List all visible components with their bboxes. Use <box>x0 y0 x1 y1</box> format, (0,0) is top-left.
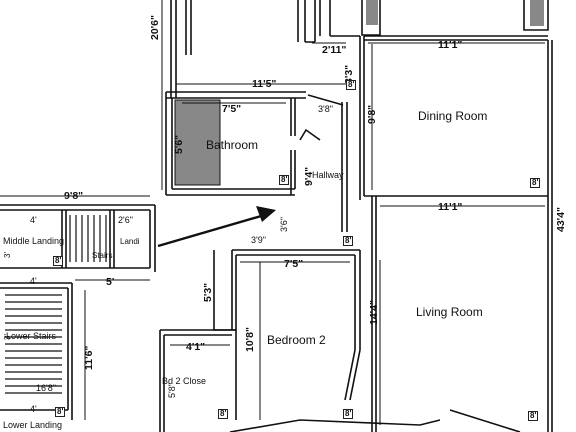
dim-stair-4: 4' <box>30 276 37 286</box>
wall-bath-right <box>290 98 296 195</box>
wall-top-left <box>170 0 177 98</box>
dim-dining-width-top: 11'1" <box>438 39 463 51</box>
wall-living-left <box>371 196 377 432</box>
ceiling-badge: 8' <box>55 407 66 417</box>
bath-tub <box>174 99 221 186</box>
wall-top-closet <box>297 0 316 43</box>
wall-closet <box>159 329 237 432</box>
wall-stairs <box>0 282 73 420</box>
dim-dining-depth: 9'8" <box>366 104 378 124</box>
stair-treads <box>5 294 62 394</box>
ceiling-badge: 8' <box>346 80 357 90</box>
wall-bottom <box>229 409 521 432</box>
label-lower-landing: Lower Landing <box>3 420 63 430</box>
dim-stair-3: 3' <box>3 252 12 258</box>
dim-bed-width: 7'5" <box>284 258 304 270</box>
wall-hall-right <box>341 102 348 232</box>
wall-bath-top <box>166 91 306 99</box>
hall-arrow-head <box>256 206 276 222</box>
label-bathroom: Bathroom <box>206 138 259 152</box>
wall-top-right-cab <box>361 0 381 36</box>
wall-bed-left <box>231 250 237 330</box>
ceiling-badge: 8' <box>53 256 64 266</box>
dim-stairs-width: 9'8" <box>64 190 84 202</box>
dim-bed-5-3: 5'3" <box>202 282 214 302</box>
wall-dining-left <box>359 36 365 200</box>
dim-bed-depth: 10'8" <box>244 327 256 352</box>
wall-bed-right <box>344 250 361 401</box>
cabinet-shade <box>366 0 378 25</box>
dim-hall-3-6: 3'6" <box>279 217 289 232</box>
ceiling-badge: 8' <box>343 409 354 419</box>
dim-landing-2-6: 2'6" <box>118 215 133 225</box>
label-dining-room: Dining Room <box>418 109 488 123</box>
wall-dining-top <box>364 35 548 41</box>
dim-hall-length: 9'4" <box>303 166 315 186</box>
wall-bed-top <box>232 249 360 256</box>
dim-bath-depth: 5'6" <box>173 134 185 154</box>
dim-dining-width-bottom: 11'1" <box>438 201 463 213</box>
wall-hall-diag <box>307 94 344 106</box>
hall-arrow <box>157 212 269 248</box>
dim-hall-3-8: 3'8" <box>318 104 333 114</box>
dim-left-wall: 20'6" <box>149 15 161 40</box>
dim-stair-16-8: 16'8" <box>36 383 56 393</box>
ceiling-badge: 8' <box>218 409 229 419</box>
dim-closet-5-8: 5'8" <box>167 383 177 398</box>
wall-upper-column <box>185 0 192 55</box>
label-lower-stairs: Lower Stairs <box>6 331 57 341</box>
wall-right-outer <box>547 40 553 432</box>
wall-top-right-unit <box>523 0 549 31</box>
wall-hall-small <box>299 128 321 141</box>
ceiling-badge: 8' <box>528 411 539 421</box>
dim-stair-5: 5' <box>106 276 115 288</box>
dim-bath-inner: 7'5" <box>222 103 242 115</box>
label-bedroom-2: Bedroom 2 <box>267 333 326 347</box>
ceiling-badge: 8' <box>279 175 290 185</box>
label-landi: Landi <box>120 237 140 246</box>
label-middle-landing: Middle Landing <box>3 236 65 246</box>
wall-bath-left <box>165 92 173 195</box>
label-living-room: Living Room <box>416 305 483 319</box>
dim-stairs-len: 11'6" <box>83 345 95 370</box>
label-hallway: Hallway <box>312 170 344 180</box>
wall-landing-inner <box>61 210 115 268</box>
dim-bath-width: 11'5" <box>252 78 277 90</box>
dim-living-depth: 14'4" <box>368 300 380 325</box>
dim-lower-3: 3' <box>3 334 12 340</box>
wall-bath-bottom <box>166 188 295 196</box>
landing-treads <box>69 215 107 262</box>
cabinet-shade-right <box>530 0 544 26</box>
label-stairs: Stairs <box>92 251 113 260</box>
dim-hall-3-9: 3'9" <box>251 235 266 245</box>
ceiling-badge: 8' <box>343 236 354 246</box>
dim-landing-4: 4' <box>30 215 37 225</box>
label-bd2-closet: Bd 2 Close <box>162 376 207 386</box>
wall-top-mid <box>319 0 360 37</box>
dim-closet-width: 4'1" <box>186 341 206 353</box>
ceiling-badge: 8' <box>530 178 541 188</box>
dim-total-right: 43'4" <box>555 207 567 232</box>
dim-2-11: 2'11" <box>322 44 347 56</box>
dim-lower-4: 4' <box>30 404 37 414</box>
wall-landing <box>0 204 156 272</box>
